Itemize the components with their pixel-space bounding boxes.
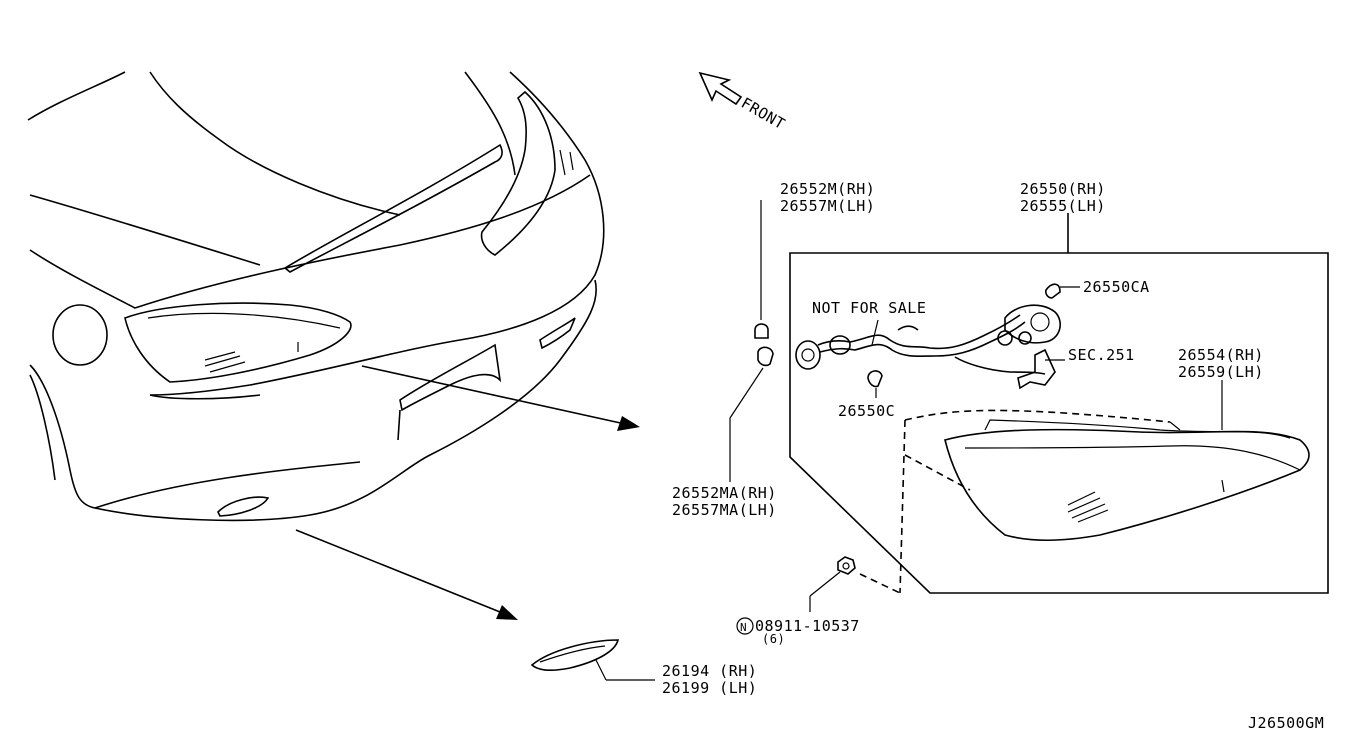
tail-lamp-lens: [944, 419, 1310, 542]
label-nut-qty: (6): [762, 632, 785, 646]
label-lamp-assy-lh: 26555(LH): [1020, 197, 1106, 215]
assembly-frame: [789, 252, 1329, 594]
nut-icon: [837, 556, 856, 575]
label-lens-rh: 26554(RH): [1178, 346, 1264, 364]
diagram-code: J26500GM: [1248, 714, 1324, 732]
arrow-to-marker: [295, 529, 518, 620]
nut-prefix-label: N: [740, 621, 747, 634]
label-socket-lh: 26557M(LH): [780, 197, 875, 215]
label-socket-a-lh: 26557MA(LH): [672, 501, 777, 519]
side-marker-lamp: [530, 639, 620, 672]
label-socket-rh: 26552M(RH): [780, 180, 875, 198]
label-side-marker-rh: 26194 (RH): [662, 662, 757, 680]
front-arrow-icon: [698, 71, 743, 106]
nut-standard-symbol: N: [736, 617, 754, 635]
socket-lower-icon: [757, 346, 774, 367]
label-nut: 08911-10537: [755, 617, 860, 635]
front-label: FRONT: [738, 94, 788, 133]
car-body-outline: [27, 71, 605, 522]
label-lens-lh: 26559(LH): [1178, 363, 1264, 381]
socket-upper-icon: [754, 323, 769, 339]
wiring-harness: [795, 304, 1061, 390]
watermark-text: NOT FOR SALE: [812, 299, 926, 317]
label-side-marker-lh: 26199 (LH): [662, 679, 757, 697]
bulb-c-icon: [867, 370, 883, 388]
label-socket-a-rh: 26552MA(RH): [672, 484, 777, 502]
arrow-to-lamp: [361, 365, 640, 431]
label-bulb-ca: 26550CA: [1083, 278, 1150, 296]
label-bulb-c: 26550C: [838, 402, 895, 420]
bulb-ca-icon: [1045, 283, 1061, 299]
label-section-ref: SEC.251: [1068, 346, 1135, 364]
label-lamp-assy-rh: 26550(RH): [1020, 180, 1106, 198]
